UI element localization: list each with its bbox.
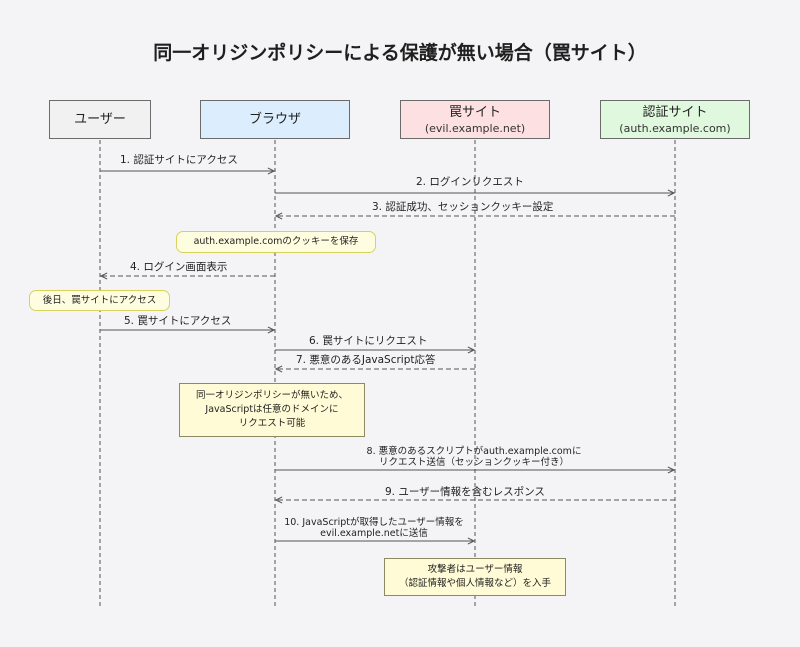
actor-evil-site-name: 罠サイト [448, 104, 501, 120]
actor-auth-site-name: 認証サイト [642, 104, 708, 120]
diagram-title: 同一オリジンポリシーによる保護が無い場合（罠サイト） [153, 42, 647, 64]
actor-user: ユーザー [49, 100, 151, 139]
message-4-label: 4. ログイン画面表示 [130, 261, 228, 273]
message-8-label: 8. 悪意のあるスクリプトがauth.example.comに リクエスト送信（… [366, 446, 582, 468]
message-7-label: 7. 悪意のあるJavaScript応答 [296, 354, 436, 366]
note-cookie-saved: auth.example.comのクッキーを保存 [176, 231, 376, 253]
message-10-label: 10. JavaScriptが取得したユーザー情報を evil.example.… [284, 517, 464, 539]
actor-auth-site-domain: (auth.example.com) [619, 121, 731, 135]
actor-auth-site: 認証サイト (auth.example.com) [600, 100, 750, 139]
note-attacker-obtains: 攻撃者はユーザー情報 （認証情報や個人情報など）を入手 [384, 558, 566, 596]
actor-evil-site-domain: (evil.example.net) [424, 121, 526, 135]
note-later-access: 後日、罠サイトにアクセス [29, 290, 170, 311]
actor-browser-name: ブラウザ [248, 112, 301, 127]
message-2-label: 2. ログインリクエスト [416, 176, 524, 188]
message-5-label: 5. 罠サイトにアクセス [124, 315, 232, 327]
actor-browser: ブラウザ [200, 100, 350, 139]
actor-evil-site: 罠サイト (evil.example.net) [400, 100, 550, 139]
message-1-label: 1. 認証サイトにアクセス [120, 154, 238, 166]
message-9-label: 9. ユーザー情報を含むレスポンス [385, 486, 545, 498]
message-3-label: 3. 認証成功、セッションクッキー設定 [372, 201, 554, 213]
note-no-sop: 同一オリジンポリシーが無いため、 JavaScriptは任意のドメインに リクエ… [179, 383, 365, 437]
actor-user-name: ユーザー [74, 112, 126, 127]
message-6-label: 6. 罠サイトにリクエスト [309, 335, 428, 347]
